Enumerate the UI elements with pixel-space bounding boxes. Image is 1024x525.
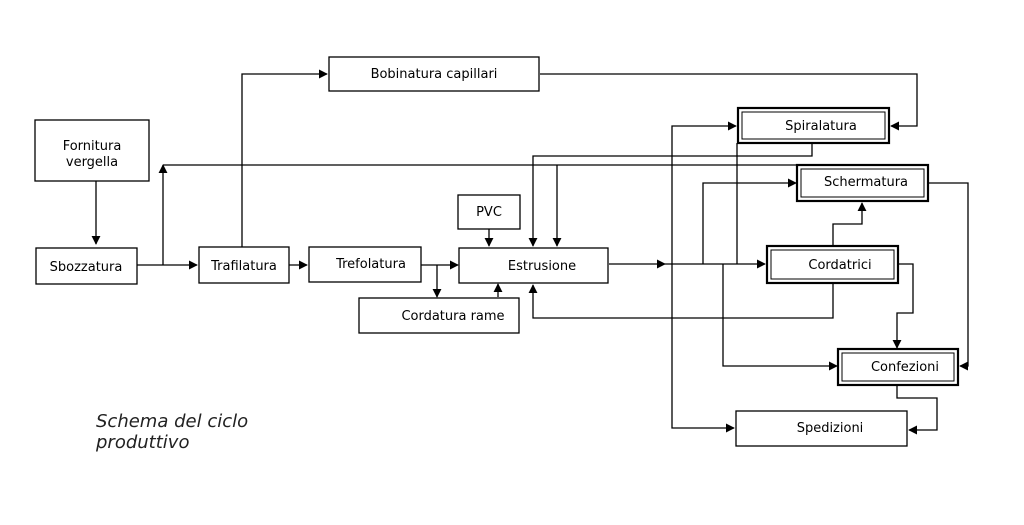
node-fornitura-vergella: Fornitura vergella [34, 119, 150, 182]
node-confezioni-label: Confezioni [871, 360, 939, 375]
caption-line-1: Schema del ciclo [96, 411, 249, 432]
node-fornitura-line1: Fornitura [63, 139, 122, 154]
edge-cordatrici-confezioni [892, 263, 914, 349]
edge-out-confezioni [722, 264, 838, 371]
node-trefolatura-label: Trefolatura [335, 257, 406, 272]
edge-bobinatura-spiralatura [540, 73, 918, 131]
node-spedizioni: Spedizioni [735, 410, 908, 447]
node-sbozzatura-label: Sbozzatura [50, 260, 123, 275]
edge-out-spiralatura [671, 121, 737, 264]
node-pvc-label: PVC [476, 205, 502, 220]
node-trafilatura-label: Trafilatura [210, 259, 277, 274]
node-cordatrici-label: Cordatrici [808, 258, 871, 273]
node-cordatrici: Cordatrici [765, 244, 900, 285]
node-spiralatura-label: Spiralatura [785, 119, 857, 134]
node-trafilatura: Trafilatura [198, 246, 290, 284]
edge-schermatura-confezioni [929, 182, 969, 371]
edge-out-schermatura [702, 178, 797, 264]
node-schermatura: Schermatura [795, 163, 930, 203]
connectors [91, 69, 969, 435]
edge-out-spedizioni [671, 264, 735, 433]
node-bobinatura-label: Bobinatura capillari [371, 67, 498, 82]
node-cordatura-rame: Cordatura rame [358, 297, 520, 334]
node-trefolatura: Trefolatura [308, 246, 422, 283]
node-bobinatura-capillari: Bobinatura capillari [328, 56, 540, 92]
node-estrusione-label: Estrusione [508, 259, 576, 274]
caption-line-2: produttivo [96, 432, 190, 453]
node-spedizioni-label: Spedizioni [797, 421, 864, 436]
node-sbozzatura: Sbozzatura [35, 247, 138, 285]
node-schermatura-label: Schermatura [824, 175, 908, 190]
edge-cordatrici-schermatura [832, 202, 867, 246]
node-estrusione: Estrusione [458, 247, 609, 284]
diagram-caption: Schema del ciclo produttivo [96, 411, 248, 453]
node-fornitura-line2: vergella [66, 155, 118, 170]
edge-trafilatura-bobinatura [241, 69, 328, 247]
node-cordatura-label: Cordatura rame [401, 309, 504, 324]
edge-confezioni-spedizioni [896, 385, 938, 435]
node-pvc: PVC [457, 194, 521, 230]
node-confezioni: Confezioni [836, 347, 960, 387]
edge-top-line-schermatura [163, 164, 859, 176]
edge-cordatrici-estrusione [528, 283, 834, 319]
node-spiralatura: Spiralatura [736, 106, 891, 145]
